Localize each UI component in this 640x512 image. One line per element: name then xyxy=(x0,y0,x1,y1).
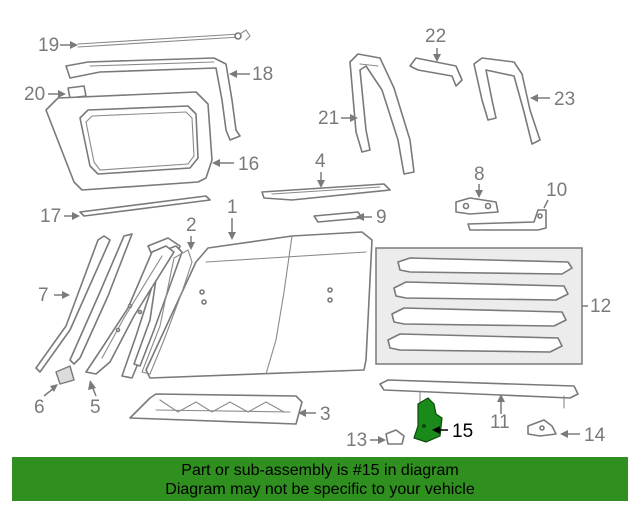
svg-text:3: 3 xyxy=(320,404,331,425)
callout-19: 19 xyxy=(38,35,78,56)
part-11[interactable] xyxy=(379,379,579,409)
svg-text:17: 17 xyxy=(40,206,61,227)
part-17[interactable] xyxy=(79,195,211,217)
svg-text:12: 12 xyxy=(590,296,611,317)
callout-5: 5 xyxy=(88,380,101,418)
callout-4: 4 xyxy=(315,151,326,188)
part-15[interactable] xyxy=(413,397,443,443)
part-16[interactable] xyxy=(45,91,213,191)
callout-9: 9 xyxy=(356,207,387,228)
callout-2: 2 xyxy=(186,215,197,250)
part-7[interactable] xyxy=(35,235,111,373)
callout-11: 11 xyxy=(490,394,510,433)
svg-text:15: 15 xyxy=(452,421,473,442)
callout-18: 18 xyxy=(229,64,273,85)
svg-text:16: 16 xyxy=(238,154,259,175)
part-5[interactable] xyxy=(85,245,175,375)
part-2[interactable] xyxy=(121,237,193,379)
svg-text:23: 23 xyxy=(554,89,575,110)
notice-line-1: Part or sub-assembly is #15 in diagram xyxy=(181,462,459,479)
callout-1: 1 xyxy=(227,197,238,240)
callout-23: 23 xyxy=(530,89,575,110)
part-21[interactable] xyxy=(349,53,415,175)
callout-16: 16 xyxy=(212,154,259,175)
parts-diagram: 19 18 20 16 17 xyxy=(24,26,611,451)
callout-6: 6 xyxy=(34,384,58,418)
part-4[interactable] xyxy=(261,183,391,201)
part-23[interactable] xyxy=(473,57,541,145)
svg-text:14: 14 xyxy=(584,425,606,446)
callout-13: 13 xyxy=(346,430,386,451)
svg-text:8: 8 xyxy=(474,164,485,185)
part-19[interactable] xyxy=(77,29,251,48)
callout-8: 8 xyxy=(474,164,485,198)
svg-text:13: 13 xyxy=(346,430,367,451)
svg-text:11: 11 xyxy=(490,412,510,433)
part-9[interactable] xyxy=(313,211,363,223)
part-3[interactable] xyxy=(129,393,303,425)
callout-3: 3 xyxy=(298,404,331,425)
svg-text:18: 18 xyxy=(252,64,273,85)
notice-banner: Part or sub-assembly is #15 in diagram D… xyxy=(12,457,628,501)
svg-text:9: 9 xyxy=(376,207,387,228)
svg-text:5: 5 xyxy=(90,397,101,418)
callout-14: 14 xyxy=(560,425,606,446)
part-18[interactable] xyxy=(65,57,241,141)
part-14[interactable] xyxy=(527,419,557,437)
svg-text:19: 19 xyxy=(38,35,59,56)
callout-7: 7 xyxy=(38,285,70,306)
callout-17: 17 xyxy=(40,206,80,227)
part-1[interactable] xyxy=(145,231,373,379)
svg-text:7: 7 xyxy=(38,285,49,306)
callout-12: 12 xyxy=(582,296,611,317)
callout-22: 22 xyxy=(425,26,446,62)
part-12[interactable] xyxy=(375,247,583,365)
svg-text:6: 6 xyxy=(34,397,45,418)
svg-text:4: 4 xyxy=(315,151,326,172)
part-6[interactable] xyxy=(55,233,133,385)
notice-line-2: Diagram may not be specific to your vehi… xyxy=(165,481,475,498)
svg-text:10: 10 xyxy=(546,180,567,201)
svg-text:1: 1 xyxy=(227,197,238,218)
callout-15: 15 xyxy=(432,421,473,442)
part-10[interactable] xyxy=(467,209,547,231)
part-22[interactable] xyxy=(409,57,463,87)
svg-text:2: 2 xyxy=(186,215,197,236)
callout-20: 20 xyxy=(24,84,66,105)
part-8[interactable] xyxy=(455,197,499,215)
svg-text:21: 21 xyxy=(318,108,339,129)
svg-text:20: 20 xyxy=(24,84,45,105)
part-13[interactable] xyxy=(385,429,405,445)
callout-21: 21 xyxy=(318,108,358,129)
svg-text:22: 22 xyxy=(425,26,446,47)
callout-10: 10 xyxy=(543,180,567,209)
